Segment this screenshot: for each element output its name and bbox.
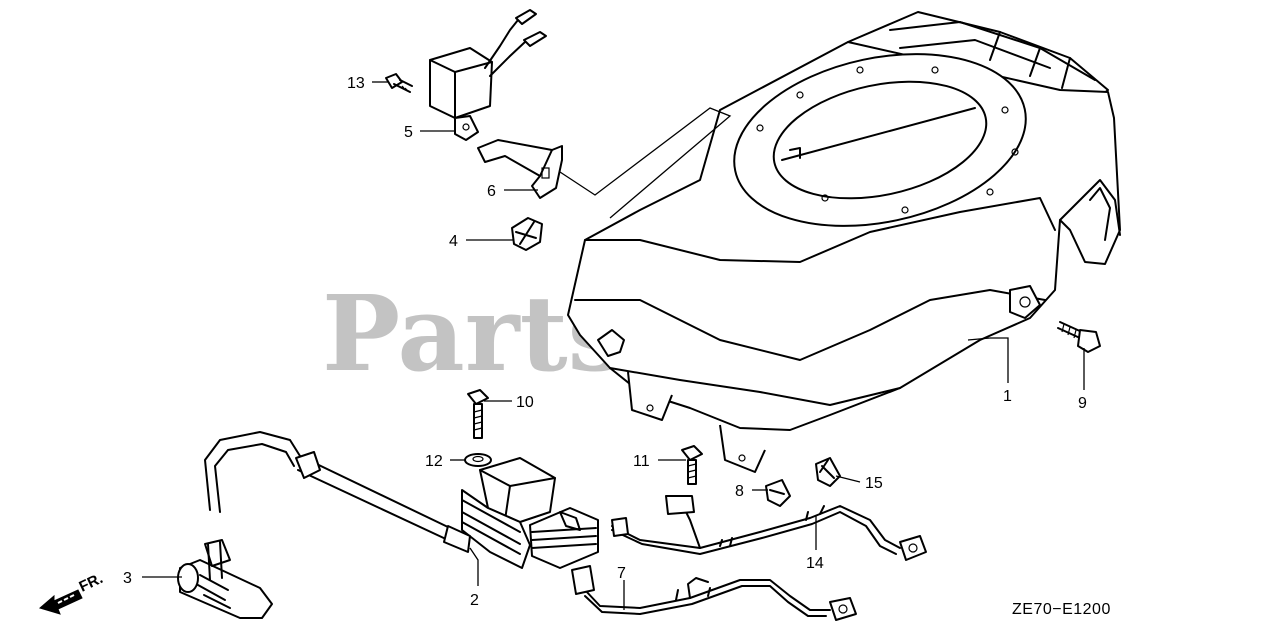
leader-lines — [142, 81, 1085, 610]
drawing-code: ZE70−E1200 — [1012, 601, 1111, 618]
callout-15: 15 — [865, 475, 883, 492]
callout-4: 4 — [449, 233, 458, 250]
spark-plug-cap[interactable] — [177, 539, 273, 619]
wire-harness-14[interactable] — [611, 495, 927, 561]
callout-10: 10 — [516, 394, 534, 411]
callout-9: 9 — [1078, 395, 1087, 412]
bolt-13[interactable] — [385, 73, 413, 93]
mounting-bracket[interactable] — [477, 139, 563, 199]
callout-13: 13 — [347, 75, 365, 92]
electronic-module[interactable] — [429, 9, 547, 141]
wire-clip[interactable] — [511, 217, 543, 251]
front-direction-label: FR. — [77, 570, 106, 596]
callout-11: 11 — [633, 453, 650, 470]
callout-1: 1 — [1003, 388, 1012, 405]
wire-harness-7[interactable] — [571, 565, 857, 621]
callout-2: 2 — [470, 592, 479, 609]
callout-5: 5 — [404, 124, 413, 141]
assembly-guide-line — [559, 107, 732, 219]
bolt-11[interactable] — [681, 445, 703, 485]
ignition-coil[interactable] — [204, 431, 599, 569]
fan-cover-shroud[interactable] — [567, 11, 1121, 473]
bolt-10[interactable] — [467, 389, 489, 439]
callout-3: 3 — [123, 570, 132, 587]
washer-12[interactable] — [464, 453, 492, 467]
callout-7: 7 — [617, 565, 626, 582]
clamp-8[interactable] — [765, 479, 791, 507]
clamp-15[interactable] — [815, 457, 841, 487]
flange-bolt-9[interactable] — [1057, 321, 1101, 353]
front-direction-arrow: FR. — [38, 570, 106, 615]
callout-6: 6 — [487, 183, 496, 200]
callout-12: 12 — [425, 453, 443, 470]
callout-8: 8 — [735, 483, 744, 500]
callout-14: 14 — [806, 555, 824, 572]
